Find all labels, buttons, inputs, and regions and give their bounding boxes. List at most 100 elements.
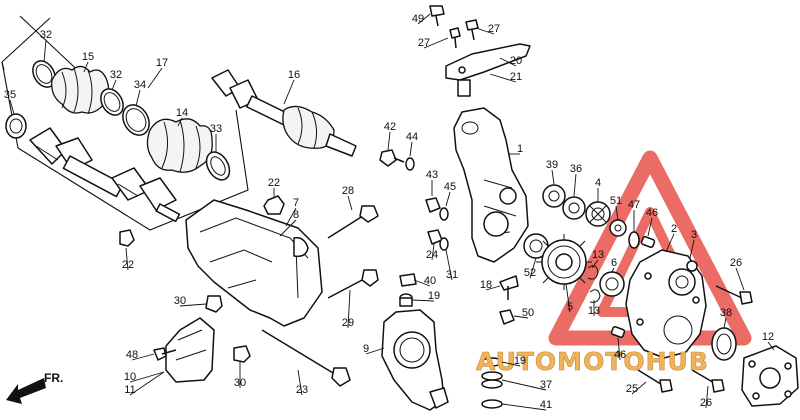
- nut-22b: [119, 229, 135, 247]
- leader-c30a: [179, 303, 207, 307]
- callout-c20: 20: [510, 55, 522, 67]
- bolt-50: [499, 309, 515, 325]
- callout-c35: 35: [4, 89, 16, 101]
- boot-band-33: [205, 151, 231, 181]
- washer-44: [405, 157, 415, 171]
- leader-c39: [551, 169, 555, 185]
- callout-c32a: 32: [40, 29, 52, 41]
- final-gear-housing-7-8: [185, 199, 323, 327]
- bolt-28: [327, 205, 379, 239]
- callout-c3: 3: [691, 229, 697, 241]
- leader-c24: [431, 243, 435, 261]
- leader-c3: [689, 239, 695, 259]
- leader-c19a: [411, 299, 435, 302]
- leader-c22b: [125, 247, 129, 271]
- callout-c45: 45: [444, 181, 456, 193]
- leader-c6: [611, 267, 615, 273]
- callout-c22b: 22: [122, 259, 134, 271]
- svg-text:AUTOMOTOHUB: AUTOMOTOHUB: [476, 347, 709, 376]
- leader-c16: [283, 79, 295, 105]
- callout-c26a: 26: [730, 257, 742, 269]
- nut-22a: [263, 195, 285, 215]
- washer-45: [439, 207, 449, 221]
- wheel-hub-12: [741, 345, 799, 407]
- leader-c35: [9, 99, 15, 115]
- oil-seal-38: [711, 327, 737, 361]
- bearing-51: [609, 219, 627, 237]
- leader-c45: [445, 191, 451, 207]
- washer-31: [439, 237, 449, 251]
- callout-c27b: 27: [488, 23, 500, 35]
- leader-c46a: [647, 217, 653, 237]
- leader-c19b: [501, 361, 521, 367]
- callout-c26b: 26: [700, 397, 712, 409]
- leader-c52: [529, 257, 537, 279]
- leader-c14: [177, 117, 183, 127]
- callout-c12: 12: [762, 331, 774, 343]
- callout-c36: 36: [570, 163, 582, 175]
- leader-c25: [631, 381, 647, 395]
- leader-c48: [131, 353, 155, 361]
- leader-c8: [279, 219, 297, 237]
- callout-c23: 23: [296, 384, 308, 396]
- boot-band-32b: [100, 88, 124, 116]
- leader-c37: [501, 379, 547, 391]
- callout-c38: 38: [720, 307, 732, 319]
- callout-c8: 8: [293, 209, 299, 221]
- front-direction-arrow: [6, 378, 46, 404]
- leader-c7: [285, 207, 297, 227]
- pinion-gear-4: [585, 201, 611, 227]
- callout-c39: 39: [546, 159, 558, 171]
- callout-c27a: 27: [418, 37, 430, 49]
- callout-c44: 44: [406, 131, 418, 143]
- callout-c51: 51: [610, 195, 622, 207]
- bearing-39: [542, 184, 566, 208]
- callout-c28: 28: [342, 185, 354, 197]
- callout-c37: 37: [540, 379, 552, 391]
- bolt-42: [379, 149, 405, 167]
- callout-c13a: 13: [592, 249, 604, 261]
- nut-30b: [233, 345, 251, 363]
- nut-30a: [205, 295, 223, 313]
- direction-label: FR.: [44, 371, 63, 385]
- callout-c48: 48: [126, 349, 138, 361]
- bolt-25: [637, 369, 673, 393]
- callout-c7: 7: [293, 197, 299, 209]
- bearing-36: [562, 196, 586, 220]
- callout-c13b: 13: [588, 305, 600, 317]
- callout-c33: 33: [210, 123, 222, 135]
- seal-35: [5, 113, 27, 139]
- leader-c42: [387, 131, 391, 151]
- inner-boot-15: [51, 65, 110, 115]
- leader-c11: [129, 371, 165, 396]
- circlip-13a: [587, 265, 599, 280]
- callout-c47: 47: [628, 199, 640, 211]
- callout-c19a: 19: [428, 290, 440, 302]
- bolt-26a: [715, 285, 753, 305]
- dowel-pin-46a: [640, 236, 656, 248]
- callout-c40: 40: [424, 275, 436, 287]
- leader-c23: [297, 369, 303, 396]
- callout-c17: 17: [156, 57, 168, 69]
- leader-c9: [365, 347, 385, 355]
- bolt-26b: [691, 369, 725, 393]
- leader-c10: [129, 371, 165, 383]
- callout-c16: 16: [288, 69, 300, 81]
- callout-c29: 29: [342, 317, 354, 329]
- callout-c30a: 30: [174, 295, 186, 307]
- gear-cover-2-3: [625, 249, 707, 359]
- leader-c21: [489, 73, 517, 83]
- leader-c41: [501, 403, 547, 411]
- drive-shaft-16: [211, 69, 357, 157]
- leader-c17: [147, 67, 163, 89]
- callout-c34: 34: [134, 79, 146, 91]
- boot-band-32a: [32, 60, 56, 88]
- callout-c42: 42: [384, 121, 396, 133]
- outer-boot-14: [146, 118, 213, 173]
- leader-c15: [83, 61, 89, 73]
- leader-c27a: [423, 37, 449, 49]
- leader-c2: [665, 233, 675, 253]
- bearing-6: [599, 271, 625, 297]
- leader-c31: [445, 249, 453, 281]
